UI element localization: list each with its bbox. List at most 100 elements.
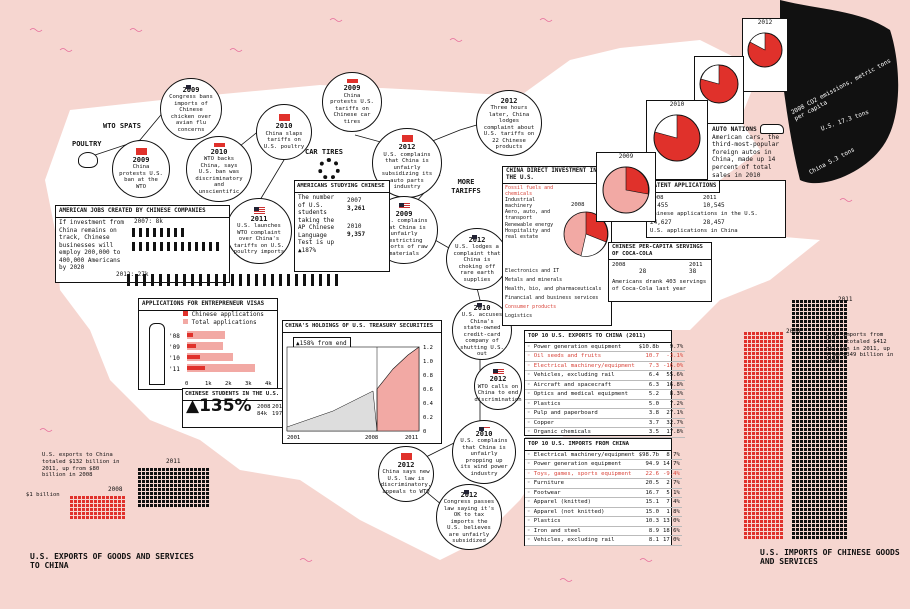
export-block-2011 xyxy=(182,476,185,479)
import-block-2008 xyxy=(744,456,747,459)
import-block-2011 xyxy=(844,340,847,343)
import-block-2008 xyxy=(780,472,783,475)
import-block-2011 xyxy=(808,376,811,379)
import-block-2008 xyxy=(756,436,759,439)
import-block-2011 xyxy=(816,300,819,303)
import-block-2011 xyxy=(820,340,823,343)
import-block-2011 xyxy=(844,356,847,359)
fdi-cat: Fossil fuels and chemicals xyxy=(505,185,554,198)
wto-spats-label: WTO SPATS xyxy=(103,122,141,130)
import-block-2011 xyxy=(824,352,827,355)
import-block-2011 xyxy=(840,344,843,347)
import-block-2011 xyxy=(812,408,815,411)
import-block-2011 xyxy=(808,508,811,511)
import-block-2008 xyxy=(760,524,763,527)
import-block-2008 xyxy=(752,488,755,491)
import-block-2008 xyxy=(744,356,747,359)
import-block-2011 xyxy=(832,464,835,467)
import-block-2011 xyxy=(828,308,831,311)
import-block-2008 xyxy=(756,520,759,523)
import-block-2011 xyxy=(844,516,847,519)
import-block-2011 xyxy=(844,520,847,523)
import-block-2011 xyxy=(836,432,839,435)
import-block-2011 xyxy=(800,320,803,323)
export-block-2008 xyxy=(122,516,125,519)
import-block-2011 xyxy=(832,536,835,539)
import-block-2008 xyxy=(744,400,747,403)
import-block-2011 xyxy=(804,432,807,435)
import-block-2008 xyxy=(748,464,751,467)
import-block-2008 xyxy=(772,416,775,419)
import-block-2008 xyxy=(776,464,779,467)
import-block-2011 xyxy=(816,512,819,515)
table-cell: ◦ Footwear xyxy=(525,488,637,498)
import-block-2008 xyxy=(744,464,747,467)
import-block-2008 xyxy=(772,336,775,339)
import-block-2011 xyxy=(800,380,803,383)
import-block-2011 xyxy=(792,320,795,323)
import-block-2011 xyxy=(828,420,831,423)
import-block-2008 xyxy=(768,352,771,355)
import-block-2011 xyxy=(800,372,803,375)
import-block-2011 xyxy=(796,436,799,439)
import-block-2008 xyxy=(772,496,775,499)
import-block-2011 xyxy=(832,348,835,351)
import-block-2008 xyxy=(776,416,779,419)
import-block-2008 xyxy=(756,416,759,419)
export-block-2011 xyxy=(206,476,209,479)
import-block-2011 xyxy=(844,420,847,423)
import-block-2011 xyxy=(824,472,827,475)
export-block-2011 xyxy=(154,476,157,479)
car-tires-label: CAR TIRES xyxy=(305,148,343,156)
import-block-2008 xyxy=(744,392,747,395)
coke-y1: 2008 xyxy=(612,262,626,268)
import-block-2011 xyxy=(812,456,815,459)
import-block-2008 xyxy=(752,420,755,423)
export-block-2011 xyxy=(206,480,209,483)
import-block-2011 xyxy=(832,360,835,363)
import-block-2011 xyxy=(844,364,847,367)
import-block-2011 xyxy=(832,516,835,519)
import-block-2011 xyxy=(840,452,843,455)
table-cell: ◦ Organic chemicals xyxy=(525,427,637,438)
export-block-2008 xyxy=(82,516,85,519)
import-block-2011 xyxy=(804,452,807,455)
import-block-2011 xyxy=(812,528,815,531)
import-block-2008 xyxy=(764,400,767,403)
import-block-2011 xyxy=(824,428,827,431)
import-block-2011 xyxy=(828,500,831,503)
export-block-2008 xyxy=(78,516,81,519)
export-block-2008 xyxy=(78,500,81,503)
import-block-2011 xyxy=(844,304,847,307)
import-block-2011 xyxy=(828,348,831,351)
fdi-pie xyxy=(563,211,609,257)
students-chinese-text: The number of U.S. students taking the A… xyxy=(298,194,335,254)
import-block-2011 xyxy=(816,424,819,427)
import-block-2011 xyxy=(840,468,843,471)
import-block-2008 xyxy=(768,468,771,471)
import-block-2008 xyxy=(768,376,771,379)
table-cell: 18.6% xyxy=(661,526,682,536)
export-block-2011 xyxy=(138,468,141,471)
export-block-2008 xyxy=(122,500,125,503)
import-block-2011 xyxy=(792,492,795,495)
table-cell: ◦ Plastics xyxy=(525,516,637,527)
import-block-2011 xyxy=(796,340,799,343)
import-block-2011 xyxy=(828,380,831,383)
import-block-2011 xyxy=(840,348,843,351)
import-block-2008 xyxy=(780,536,783,539)
import-block-2011 xyxy=(828,440,831,443)
export-block-2008 xyxy=(110,496,113,499)
import-block-2011 xyxy=(792,468,795,471)
import-block-2011 xyxy=(804,332,807,335)
import-block-2011 xyxy=(832,444,835,447)
export-block-2008 xyxy=(74,516,77,519)
export-block-2011 xyxy=(146,500,149,503)
import-block-2011 xyxy=(844,408,847,411)
import-block-2011 xyxy=(816,444,819,447)
